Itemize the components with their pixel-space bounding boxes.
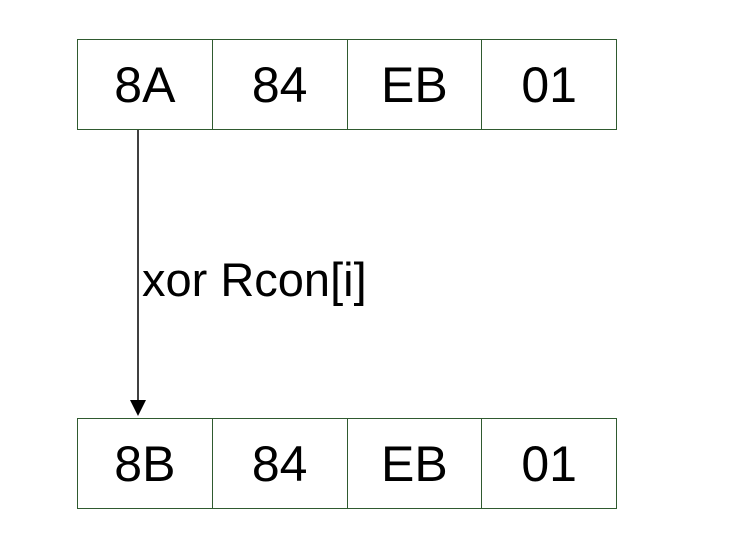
arrow-head-icon	[130, 400, 146, 416]
input-word-row: 8A 84 EB 01	[77, 39, 617, 130]
xor-rcon-label: xor Rcon[i]	[142, 253, 367, 306]
output-byte-3: 01	[521, 435, 577, 492]
input-byte-2: EB	[348, 40, 483, 129]
output-word-row: 8B 84 EB 01	[77, 418, 617, 509]
output-byte-1: 84	[213, 419, 348, 508]
input-byte-0: 8A	[78, 40, 213, 129]
input-byte-3: 01	[521, 56, 577, 113]
output-byte-0: 8B	[78, 419, 213, 508]
output-byte-2: EB	[348, 419, 483, 508]
input-byte-1: 84	[213, 40, 348, 129]
